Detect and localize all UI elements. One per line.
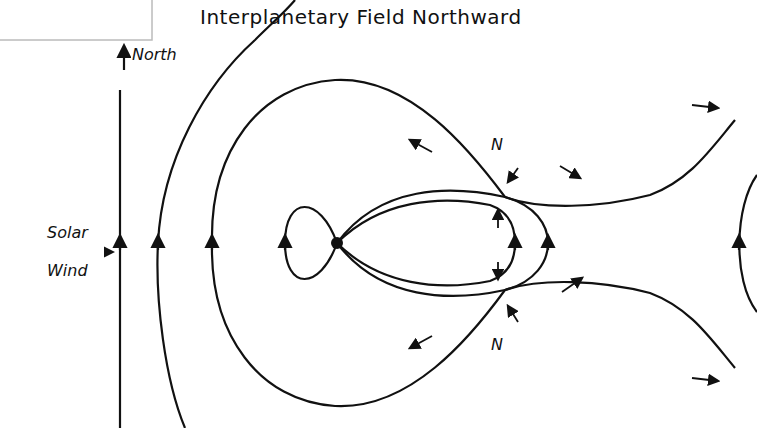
field-arrow xyxy=(119,236,121,250)
field-arrow xyxy=(157,236,159,250)
field-line xyxy=(337,191,548,296)
field-arrow xyxy=(284,236,286,250)
flow-arrow xyxy=(497,262,499,279)
north-arrow xyxy=(123,46,125,70)
neutral-point-label: N xyxy=(490,136,504,154)
field-arrow xyxy=(211,236,213,250)
flow-arrow xyxy=(410,336,432,348)
field-arrow xyxy=(514,236,516,250)
corner-frame xyxy=(0,0,152,40)
direction-label: North xyxy=(131,46,178,64)
flow-arrow xyxy=(560,166,580,178)
field-arrow xyxy=(547,236,549,250)
flow-arrow xyxy=(692,105,718,108)
field-line xyxy=(285,207,337,279)
flow-arrow xyxy=(508,168,518,182)
flow-arrow xyxy=(562,278,582,292)
field-line xyxy=(119,90,121,428)
flow-arrow xyxy=(410,140,432,152)
field-line xyxy=(157,0,295,428)
flow-arrow xyxy=(692,378,718,381)
flow-arrow xyxy=(497,210,499,228)
diagram-title: Interplanetary Field Northward xyxy=(200,6,522,29)
flow-arrow xyxy=(508,306,518,322)
neutral-point-label: N xyxy=(490,336,504,354)
solar-wind-label: Solar Wind xyxy=(46,214,104,291)
field-arrow xyxy=(738,236,740,250)
field-line xyxy=(739,175,757,312)
field-line xyxy=(337,201,515,286)
earth-dot xyxy=(331,237,343,249)
